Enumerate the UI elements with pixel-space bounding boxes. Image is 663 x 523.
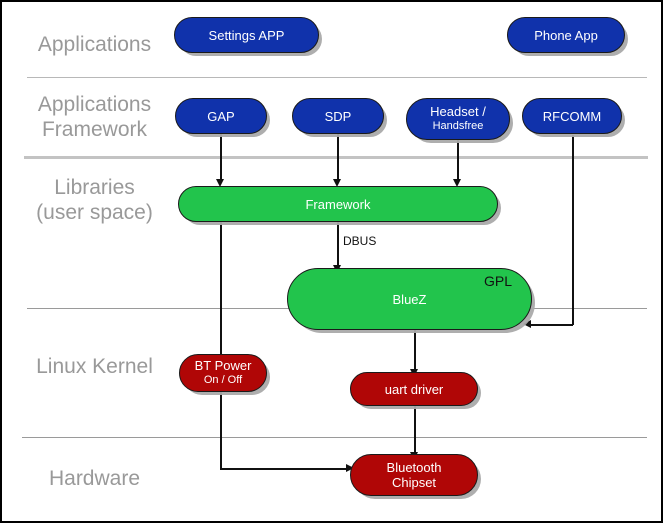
node-gap-label: GAP [207,108,235,124]
node-bluetooth-chipset-label-line2: Chipset [391,475,437,490]
node-sdp[interactable]: SDP [292,98,384,134]
node-headset-handsfree-label-line1: Headset / [430,104,486,119]
node-bluetooth-chipset[interactable]: Bluetooth Chipset [350,454,478,496]
separator-applications [27,77,647,78]
edge-framework-to-bluez [337,220,339,268]
layer-label-applications: Applications [37,33,152,56]
node-rfcomm[interactable]: RFCOMM [522,98,622,134]
node-framework[interactable]: Framework [178,186,498,222]
node-gap[interactable]: GAP [175,98,267,134]
edge-gap-to-framework [220,133,222,181]
annotation-gpl: GPL [484,273,513,289]
layer-label-libraries: Libraries (user space) [36,176,153,224]
edge-headset-to-framework [457,140,459,181]
edge-bluez-to-uart [414,330,416,372]
node-settings-app[interactable]: Settings APP [174,17,319,53]
edge-rfcomm-horizontal [530,324,573,326]
layer-label-applications-framework: Applications Framework [37,93,152,141]
edge-rfcomm-vertical [572,135,574,325]
node-bt-power-label-line2: On / Off [203,374,243,386]
edge-framework-to-chipset-vertical [220,220,222,469]
node-headset-handsfree[interactable]: Headset / Handsfree [406,98,510,140]
edge-uart-to-chipset [414,406,416,454]
node-rfcomm-label: RFCOMM [542,108,602,124]
edge-sdp-to-framework [337,133,339,181]
node-phone-app[interactable]: Phone App [507,17,625,53]
layer-label-linux-kernel: Linux Kernel [36,355,153,378]
node-phone-app-label: Phone App [534,27,598,43]
node-uart-driver-label: uart driver [384,381,444,397]
arrowhead-headset-to-framework [453,179,461,187]
arrowhead-gap-to-framework [216,179,224,187]
separator-applications-framework [24,156,648,159]
node-bt-power[interactable]: BT Power On / Off [179,354,267,392]
node-headset-handsfree-label-line2: Handsfree [432,120,484,132]
edge-framework-to-chipset-horizontal [220,468,348,470]
node-bluez[interactable]: BlueZ [287,268,532,330]
node-settings-app-label: Settings APP [208,27,285,43]
arrowhead-sdp-to-framework [333,179,341,187]
node-sdp-label: SDP [324,108,352,124]
node-bt-power-label-line1: BT Power [194,358,252,373]
edge-label-dbus: DBUS [343,234,377,248]
arrowhead-rfcomm-to-bluez [523,320,531,328]
node-bluetooth-chipset-label-line1: Bluetooth [386,460,442,475]
separator-linux-kernel [22,437,647,438]
node-bluez-label: BlueZ [392,291,427,307]
node-framework-label: Framework [305,196,371,212]
node-uart-driver[interactable]: uart driver [350,372,478,406]
layer-label-hardware: Hardware [48,467,141,490]
